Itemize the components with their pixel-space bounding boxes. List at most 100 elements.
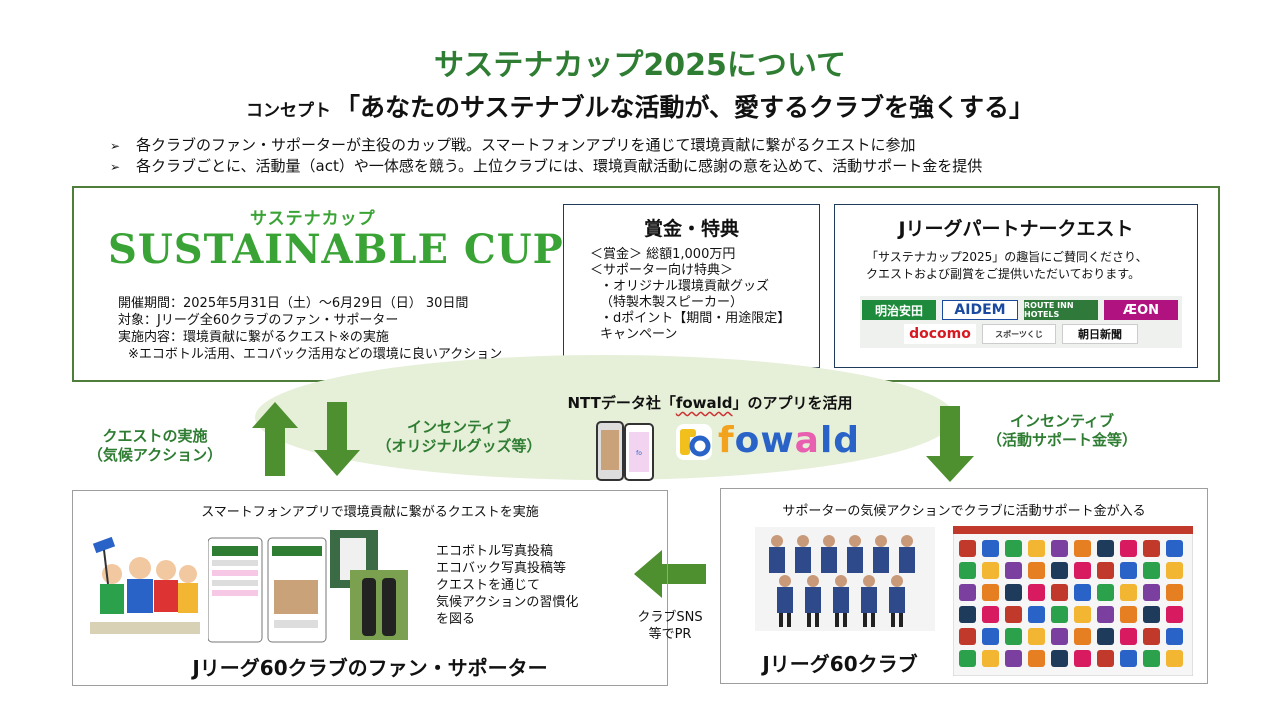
ntt-app-label: NTTデータ社「fowald」のアプリを活用 [567,394,853,412]
club-emblem [1028,628,1045,645]
club-emblem [1005,628,1022,645]
club-emblem [1074,540,1091,557]
club-emblem [1005,584,1022,601]
club-emblem [1166,562,1183,579]
concept-label: コンセプト [245,101,331,121]
logo-aeon: ÆON [1104,300,1178,320]
club-emblem [982,628,999,645]
bullet-2: ➢各クラブごとに、活動量（act）や一体感を競う。上位クラブには、環境貢献活動に… [110,157,983,175]
prize-line: （特製木製スピーカー） [600,295,744,310]
club-emblem [959,650,976,667]
clubs-header: サポーターの気候アクションでクラブに活動サポート金が入る [782,504,1146,519]
fans-desc: エコボトル写真投稿 エコバック写真投稿等 クエストを通じて 気候アクションの習慣… [436,544,579,627]
cup-info-target: 対象：Jリーグ全60クラブのファン・サポーター [118,313,399,328]
club-emblem [959,606,976,623]
partner-logos: 明治安田 AIDEM ROUTE INN HOTELS ÆON docomo ス… [860,296,1182,348]
club-emblem [1051,650,1068,667]
page-title: サステナカップ2025について [434,48,846,83]
club-emblem [1143,562,1160,579]
cheering-fans-illustration [90,536,200,634]
club-emblem [1120,584,1137,601]
logo-asahi-shimbun: 朝日新聞 [1062,324,1138,344]
svg-text:fo: fo [636,450,642,457]
incentive-money-label: インセンティブ （活動サポート金等） [986,412,1137,449]
arrow-bullet-icon: ➢ [110,160,121,174]
app-screenshots [208,537,327,643]
club-emblem [1074,628,1091,645]
arrow-down-icon [314,402,360,476]
logo-route-inn: ROUTE INN HOTELS [1024,300,1098,320]
smartphone-image: fo [596,421,654,481]
club-emblem [1097,584,1114,601]
arrow-left-icon [634,550,706,598]
clubs-box [720,488,1208,684]
club-emblem [1143,650,1160,667]
bullet-1: ➢各クラブのファン・サポーターが主役のカップ戦。スマートフォンアプリを通じて環境… [110,136,916,154]
logo-meiji-yasuda: 明治安田 [862,300,936,320]
club-emblem [1028,606,1045,623]
club-emblem [1051,562,1068,579]
prize-line: ・dポイント【期間・用途限定】 [600,311,791,326]
fowald-app-icon [676,424,712,460]
logo-aidem: AIDEM [942,300,1018,320]
club-emblems-grid [953,526,1193,676]
logo-docomo: docomo [904,324,976,344]
club-emblem [959,562,976,579]
club-emblem [1120,650,1137,667]
club-emblem [1005,562,1022,579]
cup-logo-en: SUSTAINABLE CUP [108,226,564,273]
cup-info-content: 実施内容：環境貢献に繋がるクエスト※の実施 [118,330,389,345]
cup-info-period: 開催期間：2025年5月31日（土）～6月29日（日） 30日間 [118,296,469,311]
club-emblem [1097,628,1114,645]
club-emblem [1097,650,1114,667]
club-emblem [1120,562,1137,579]
club-emblem [959,628,976,645]
club-emblem [1074,606,1091,623]
club-emblem [959,584,976,601]
club-emblem [1120,606,1137,623]
club-emblem [1166,540,1183,557]
logo-sports-kuji: スポーツくじ [982,324,1056,344]
club-emblem [1166,650,1183,667]
arrow-bullet-icon: ➢ [110,139,121,153]
club-emblem [1097,562,1114,579]
club-emblem [1005,606,1022,623]
club-emblem [982,562,999,579]
club-emblem [1120,540,1137,557]
fowald-wordmark: fowald [718,420,861,461]
club-emblem [1005,650,1022,667]
club-emblem [1074,584,1091,601]
prize-line: キャンペーン [600,327,678,342]
club-emblem [982,584,999,601]
prize-line: ・オリジナル環境貢献グッズ [600,279,770,294]
club-emblem [1051,584,1068,601]
clubs-footer: Jリーグ60クラブ [762,652,918,676]
club-emblem [1143,584,1160,601]
cup-info-note: ※エコボトル活用、エコバック活用などの環境に良いアクション [128,347,503,362]
club-emblem [1028,650,1045,667]
club-emblem [982,540,999,557]
fans-box [72,490,668,686]
club-emblem [1097,606,1114,623]
concept-text: 「あなたのサステナブルな活動が、愛するクラブを強くする」 [334,93,1034,122]
club-emblem [1120,628,1137,645]
quest-label: クエストの実施 （気候アクション） [87,427,223,464]
prize-line: ＜サポーター向け特典＞ [590,263,734,278]
club-emblem [1005,540,1022,557]
arrow-up-icon [252,402,298,476]
club-emblem [1051,606,1068,623]
prize-title: 賞金・特典 [643,218,739,240]
club-emblem [1051,628,1068,645]
prize-line: ＜賞金＞ 総額1,000万円 [590,247,736,262]
club-emblem [1074,650,1091,667]
club-emblem [959,540,976,557]
club-emblem [1166,606,1183,623]
club-emblem [1143,628,1160,645]
club-emblem [1028,584,1045,601]
club-emblem [1166,584,1183,601]
arrow-down-icon [926,406,974,482]
club-emblem [1143,540,1160,557]
club-emblem [1051,540,1068,557]
club-emblem [982,650,999,667]
club-emblem [1166,628,1183,645]
